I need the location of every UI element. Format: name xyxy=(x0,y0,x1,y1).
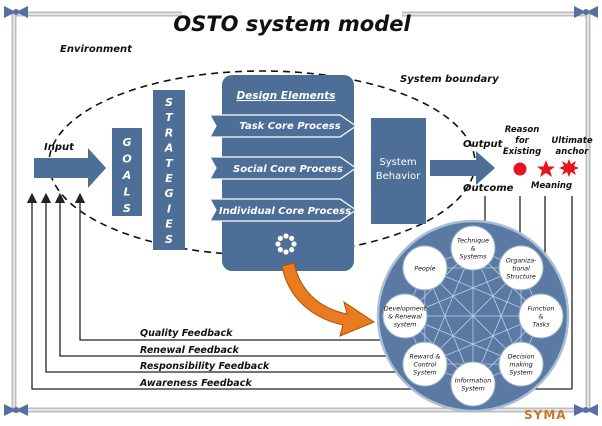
strategies-letter: R xyxy=(165,126,173,139)
red-burst-icon xyxy=(559,159,579,177)
system-behavior-line1: System xyxy=(379,157,416,168)
reason-line3: Existing xyxy=(503,147,541,157)
design-node-label: System xyxy=(461,385,484,393)
design-node-label: Reward & xyxy=(410,354,441,361)
strategies-letter: A xyxy=(164,142,174,155)
goals-letter: A xyxy=(122,169,132,182)
design-node xyxy=(498,245,544,291)
design-node-label: & Renewal xyxy=(388,314,422,321)
design-node-label: tional xyxy=(512,264,530,272)
goals-letter: L xyxy=(123,186,130,199)
design-node xyxy=(450,225,496,271)
design-node xyxy=(382,293,428,339)
design-node-label: system xyxy=(394,321,417,329)
design-node xyxy=(498,341,544,387)
design-node-label: People xyxy=(414,265,435,272)
reason-line1: Reason xyxy=(505,125,540,135)
strategies-box xyxy=(153,90,185,250)
anchor-line1: Ultimate xyxy=(551,136,592,146)
ring-dot xyxy=(289,235,295,241)
design-node-label: making xyxy=(509,362,532,369)
output-label: Output xyxy=(463,139,504,150)
output-arrow xyxy=(430,151,495,185)
ring-dot xyxy=(283,249,289,255)
design-nodes: Technique&SystemsOrganiza-tionalStructur… xyxy=(382,225,564,407)
ring-dot xyxy=(283,233,289,239)
red-star-icon xyxy=(537,160,555,177)
design-node-label: & xyxy=(539,314,544,321)
design-node xyxy=(402,245,448,291)
awareness-feedback: Awareness Feedback xyxy=(139,378,252,389)
design-node xyxy=(450,361,496,407)
corner-bow-icon xyxy=(4,6,598,416)
individual-core-process: Individual Core Process xyxy=(219,206,351,217)
strategies-letter: T xyxy=(165,111,174,124)
design-elements-header: Design Elements xyxy=(236,90,335,102)
renewal-feedback: Renewal Feedback xyxy=(140,345,240,356)
goals-letter: O xyxy=(122,153,131,166)
design-node-label: Tasks xyxy=(532,322,550,329)
goals-letter: S xyxy=(123,202,131,215)
red-dot-icon xyxy=(513,162,527,176)
environment-label: Environment xyxy=(60,44,133,55)
meaning-label: Meaning xyxy=(531,181,572,191)
design-node-label: Decision xyxy=(508,354,535,361)
design-node-label: Structure xyxy=(506,272,536,280)
process-arrow xyxy=(208,198,358,222)
design-node-label: System xyxy=(509,369,532,377)
goals-box xyxy=(112,128,142,216)
strategies-letter: S xyxy=(165,233,173,246)
ring-dot xyxy=(291,241,297,247)
design-node-label: Development xyxy=(384,305,427,313)
design-node-label: Control xyxy=(413,361,436,369)
design-node-label: Organiza- xyxy=(506,257,537,264)
design-ring-icon xyxy=(275,233,297,255)
quality-feedback: Quality Feedback xyxy=(140,328,233,339)
system-behavior-line2: Behavior xyxy=(376,171,421,182)
responsibility-feedback: Responsibility Feedback xyxy=(140,361,270,372)
strategies-letter: E xyxy=(165,172,173,185)
design-node-label: Technique xyxy=(457,238,489,245)
strategies-letter: E xyxy=(165,218,173,231)
title-background xyxy=(182,8,402,36)
page-title: OSTO system model xyxy=(173,12,411,36)
process-arrow xyxy=(208,156,358,180)
design-node-label: & xyxy=(471,246,476,253)
ring-dot xyxy=(277,247,283,253)
strategies-letter: G xyxy=(164,187,173,200)
social-core-process: Social Core Process xyxy=(233,164,343,175)
strategies-letter: T xyxy=(165,157,174,170)
system-boundary-label: System boundary xyxy=(400,74,499,85)
strategies-letter: S xyxy=(165,96,173,109)
connection-line xyxy=(424,267,522,365)
goals-letter: G xyxy=(122,136,131,149)
input-label: Input xyxy=(44,142,75,153)
strategies-letter: I xyxy=(167,202,171,215)
input-arrow xyxy=(34,148,106,188)
design-node-label: Function xyxy=(528,305,555,313)
design-node-label: Systems xyxy=(460,253,487,261)
anchor-line2: anchor xyxy=(556,147,590,157)
design-node xyxy=(518,293,564,339)
design-node-label: System xyxy=(413,369,436,377)
outcome-label: Outcome xyxy=(463,183,514,194)
design-node-label: Information xyxy=(455,377,492,385)
ring-dot xyxy=(289,247,295,253)
orange-arrow xyxy=(281,262,376,337)
reason-line2: for xyxy=(515,136,530,146)
ring-dot xyxy=(275,241,281,247)
task-core-process: Task Core Process xyxy=(239,121,340,132)
ring-dot xyxy=(277,235,283,241)
syma-logo: SYMA xyxy=(524,408,567,422)
process-arrow xyxy=(208,114,358,138)
system-behavior-box xyxy=(371,118,426,224)
design-node xyxy=(402,341,448,387)
